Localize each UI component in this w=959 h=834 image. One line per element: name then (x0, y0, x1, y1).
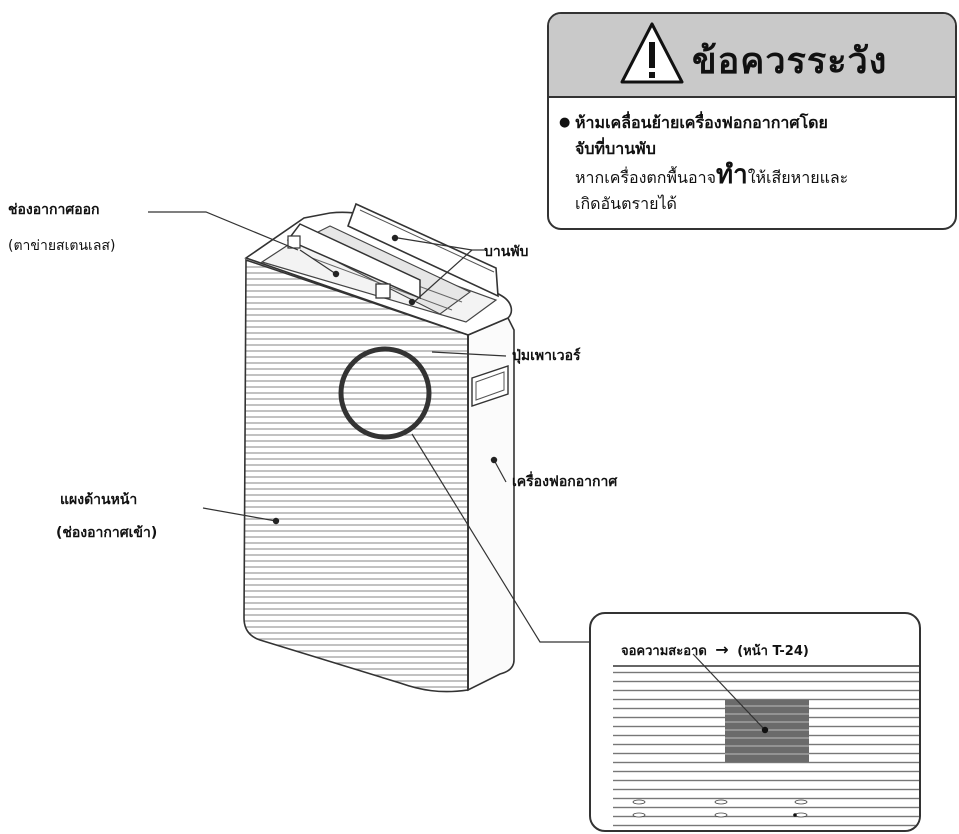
warning-triangle-icon (620, 22, 684, 84)
leader-air-outlet (148, 211, 299, 251)
label-front-panel-sub: (ช่องอากาศเข้า) (56, 525, 158, 541)
label-air-outlet: ช่องอากาศออก (8, 202, 100, 218)
caution-body: ● ห้ามเคลื่อนย้ายเครื่องฟอกอากาศโดย จับท… (549, 98, 955, 217)
leader-mesh (299, 249, 337, 275)
side-panel (467, 316, 515, 692)
leader-hinge-bottom (413, 249, 473, 303)
leader-power (431, 351, 507, 357)
label-power-button: ปุ่มเพาเวอร์ (512, 348, 581, 364)
caution-line-3a: หากเครื่องตกพื้นอาจ (575, 168, 716, 187)
arrow-right-icon: → (715, 640, 729, 659)
inset-drawing (613, 653, 919, 830)
leader-hinge-top (397, 237, 473, 251)
leader-inset (411, 433, 590, 643)
inset-label-row: จอความสะอาด → (หน้า T-24) (621, 640, 809, 661)
caution-line-3b: ทำ (715, 160, 748, 190)
caution-box: ข้อควรระวัง ● ห้ามเคลื่อนย้ายเครื่องฟอกอ… (547, 12, 957, 230)
caution-header: ข้อควรระวัง (549, 14, 955, 98)
caution-line-1: ห้ามเคลื่อนย้ายเครื่องฟอกอากาศโดย (575, 113, 828, 132)
label-air-outlet-sub: (ตาข่ายสเตนเลส) (8, 238, 116, 254)
bullet-icon: ● (559, 115, 571, 130)
leader-purifier (493, 459, 507, 483)
label-front-panel: แผงด้านหน้า (60, 492, 138, 508)
hinge-bracket (375, 283, 391, 299)
label-hinge: บานพับ (484, 244, 529, 260)
inset-page-ref: (หน้า T-24) (737, 644, 809, 659)
inset-label: จอความสะอาด (621, 644, 707, 659)
display-inset: จอความสะอาด → (หน้า T-24) (589, 612, 921, 832)
caution-line-3c: ให้เสียหายและ (747, 168, 849, 187)
side-handle (471, 365, 509, 407)
leader-front-panel (202, 507, 277, 522)
label-purifier: เครื่องฟอกอากาศ (512, 474, 618, 490)
caution-line-4: เกิดอันตรายได้ (575, 194, 677, 213)
front-panel (244, 260, 468, 692)
caution-line-2: จับที่บานพับ (575, 139, 656, 158)
caution-title: ข้อควรระวัง (692, 41, 888, 82)
caution-line-3: หากเครื่องตกพื้นอาจทำให้เสียหายและ (559, 162, 945, 191)
hinge-flap-front (286, 223, 421, 300)
cleanliness-display-circle (338, 346, 432, 440)
hinge-flap-back (346, 202, 499, 298)
